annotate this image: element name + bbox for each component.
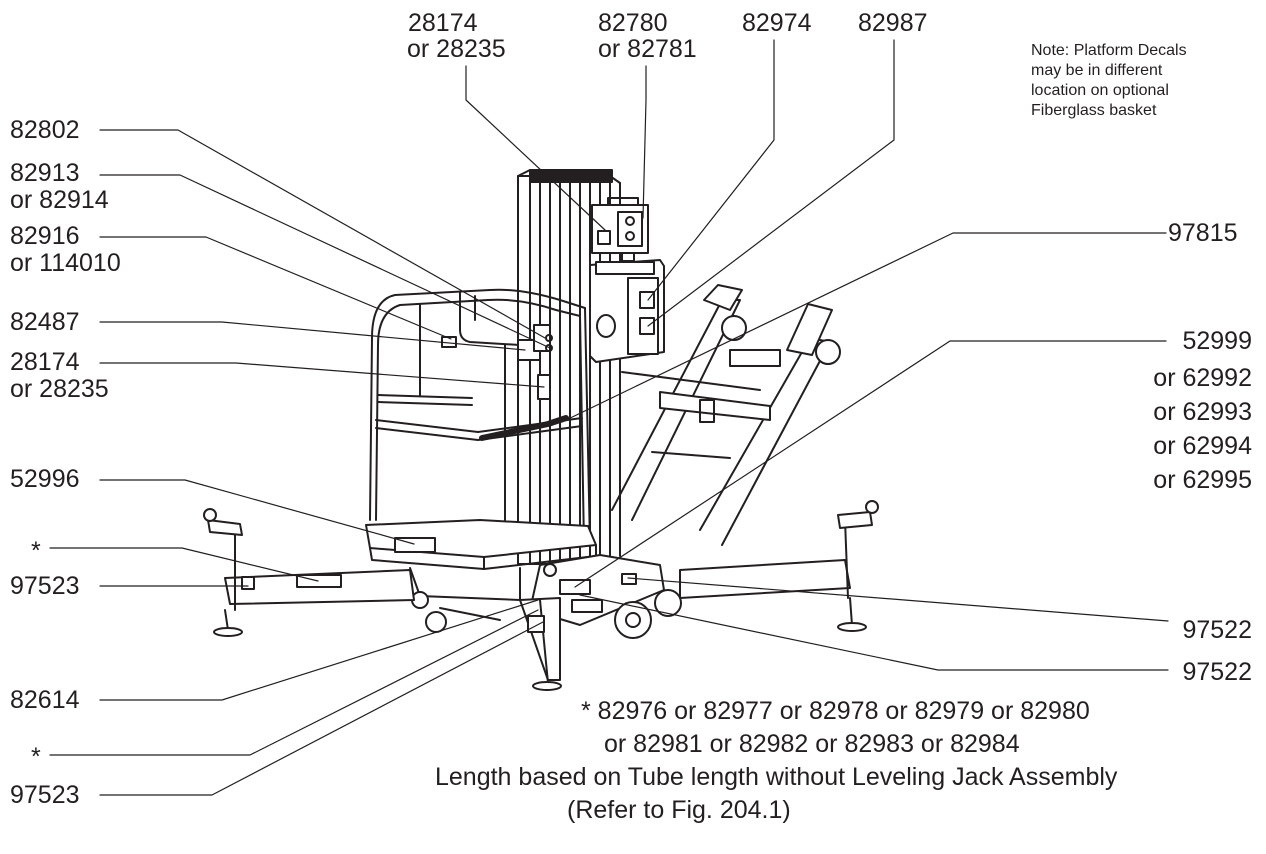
label-82913: 82913: [10, 159, 80, 187]
leader-lines: [49, 39, 1169, 796]
label-97522-1: 97522: [1182, 616, 1252, 644]
label-or-62994: or 62994: [1153, 432, 1252, 460]
label-28174-top: 28174: [408, 9, 478, 37]
label-82987: 82987: [858, 9, 928, 37]
label-82614: 82614: [10, 686, 80, 714]
label-97815: 97815: [1168, 219, 1238, 247]
label-97522-2: 97522: [1182, 658, 1252, 686]
footnote-line-4: (Refer to Fig. 204.1): [567, 796, 791, 824]
label-97523-left-1: 97523: [10, 572, 80, 600]
label-52999: 52999: [1182, 327, 1252, 355]
label-or-62992: or 62992: [1153, 364, 1252, 392]
label-or-28235-left: or 28235: [10, 375, 109, 403]
footnote-line-3: Length based on Tube length without Leve…: [435, 763, 1118, 791]
label-or-62993: or 62993: [1153, 398, 1252, 426]
note-line-2: may be in different: [1031, 62, 1163, 79]
note-line-1: Note: Platform Decals: [1031, 42, 1187, 59]
base-chassis: [203, 500, 879, 691]
label-or-114010: or 114010: [10, 249, 121, 277]
label-asterisk-2: *: [31, 743, 41, 771]
label-82780: 82780: [598, 9, 668, 37]
note-line-3: location on optional: [1031, 82, 1169, 99]
label-or-82914: or 82914: [10, 186, 109, 214]
footnote-line-2: or 82981 or 82982 or 82983 or 82984: [604, 730, 1020, 758]
label-52996: 52996: [10, 465, 80, 493]
upper-control-box: [591, 197, 649, 254]
note-line-4: Fiberglass basket: [1031, 102, 1157, 119]
label-or-62995: or 62995: [1153, 466, 1252, 494]
power-unit-box: [589, 252, 665, 363]
label-82974: 82974: [742, 9, 812, 37]
label-82802: 82802: [10, 116, 80, 144]
label-or-28235-top: or 28235: [407, 35, 506, 63]
label-asterisk-1: *: [31, 537, 41, 565]
label-97523-left-2: 97523: [10, 781, 80, 809]
label-82487: 82487: [10, 308, 80, 336]
label-82916: 82916: [10, 222, 80, 250]
footnote-line-1: * 82976 or 82977 or 82978 or 82979 or 82…: [581, 697, 1090, 725]
platform-basket: [365, 288, 597, 570]
label-28174-left: 28174: [10, 348, 80, 376]
label-or-82781: or 82781: [598, 35, 697, 63]
tilt-frame: [611, 284, 841, 546]
platform-decal-note: Note: Platform Decals may be in differen…: [1031, 41, 1187, 121]
